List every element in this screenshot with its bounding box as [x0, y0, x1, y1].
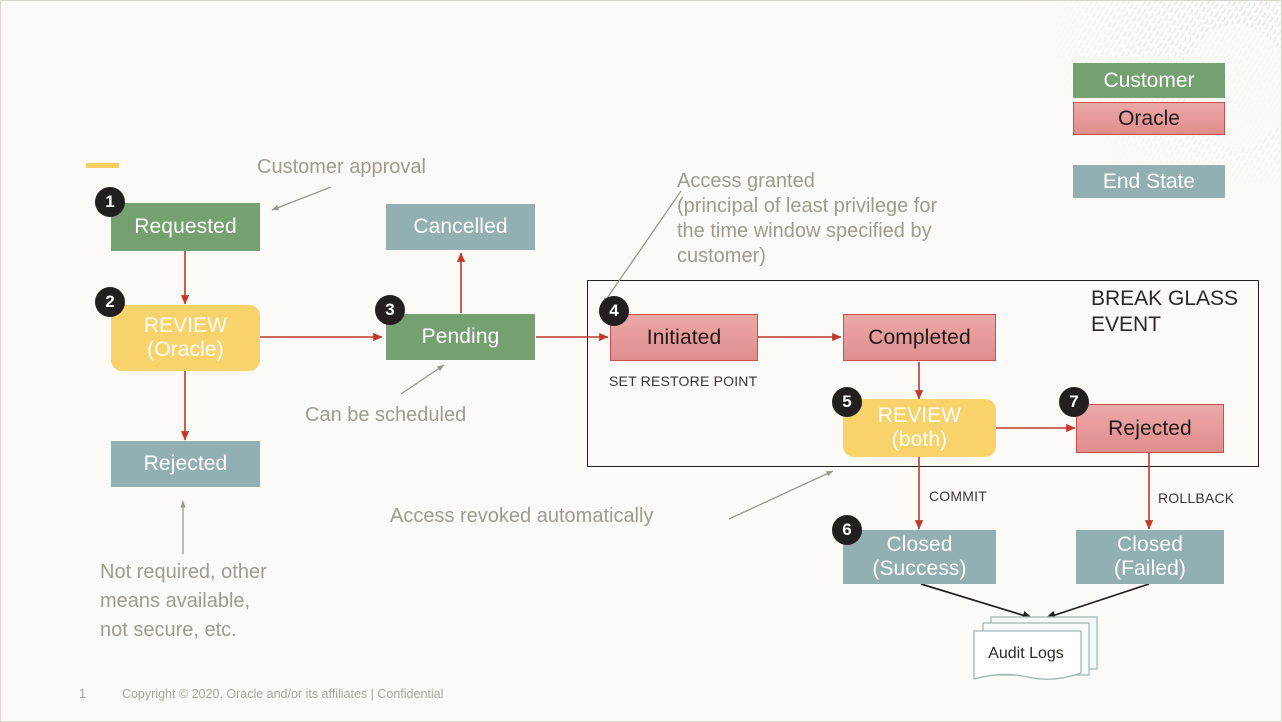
node-completed[interactable]: Completed — [843, 314, 996, 361]
legend-label-customer: Customer — [1103, 68, 1195, 92]
node-cancelled-label: Cancelled — [413, 215, 508, 238]
legend-item-customer: Customer — [1073, 63, 1225, 98]
label-commit: COMMIT — [929, 488, 987, 504]
annotation-not-required-line1: Not required, other — [100, 561, 267, 583]
node-rejected-left-label: Rejected — [143, 452, 228, 475]
break-glass-title-line1: BREAK GLASS — [1091, 287, 1239, 310]
legend-label-end-state: End State — [1102, 169, 1196, 193]
node-rejected-break-glass-label: Rejected — [1108, 416, 1192, 440]
legend-item-oracle: Oracle — [1073, 102, 1225, 135]
audit-logs-label: Audit Logs — [988, 645, 1064, 662]
annotation-not-required-line2: means available, — [100, 590, 251, 612]
annotation-access-granted: Access granted (principal of least privi… — [677, 169, 939, 269]
legend-label-oracle: Oracle — [1118, 106, 1180, 130]
badge-7-value: 7 — [1069, 392, 1079, 411]
node-closed-failed-line1: Closed — [1117, 533, 1183, 556]
node-requested[interactable]: Requested — [111, 203, 260, 251]
footer: 1 Copyright © 2020, Oracle and/or its af… — [79, 687, 443, 701]
annotation-can-be-scheduled: Can be scheduled — [305, 404, 467, 426]
node-closed-success-line1: Closed — [886, 533, 953, 556]
break-glass-frame — [587, 280, 1259, 467]
node-initiated-label: Initiated — [646, 325, 722, 349]
node-review-oracle-line1: REVIEW — [143, 314, 228, 337]
badge-2-value: 2 — [105, 292, 115, 311]
node-rejected-break-glass[interactable]: Rejected — [1076, 404, 1224, 453]
audit-logs[interactable]: Audit Logs — [969, 613, 1107, 685]
badge-3: 3 — [375, 295, 405, 325]
node-pending-label: Pending — [421, 325, 500, 348]
badge-5-value: 5 — [842, 392, 852, 411]
node-rejected-left[interactable]: Rejected — [111, 441, 260, 487]
badge-3-value: 3 — [385, 300, 395, 319]
break-glass-title: BREAK GLASS EVENT — [1091, 286, 1261, 338]
badge-6: 6 — [832, 515, 862, 545]
badge-4-value: 4 — [609, 301, 619, 320]
annotation-not-required: Not required, other means available, not… — [100, 558, 330, 645]
badge-6-value: 6 — [842, 520, 852, 539]
badge-1-value: 1 — [105, 192, 115, 211]
badge-4: 4 — [599, 296, 629, 326]
badge-7: 7 — [1059, 387, 1089, 417]
annotation-customer-approval: Customer approval — [257, 156, 426, 178]
badge-1: 1 — [95, 187, 125, 217]
node-requested-label: Requested — [134, 215, 237, 238]
annotation-access-granted-line3: customer) — [677, 245, 766, 267]
node-review-both[interactable]: REVIEW (both) — [843, 399, 996, 457]
badge-2: 2 — [95, 287, 125, 317]
break-glass-title-line2: EVENT — [1091, 313, 1162, 336]
node-closed-failed-line2: (Failed) — [1114, 557, 1186, 580]
footer-page-number: 1 — [79, 687, 86, 701]
annotation-not-required-line3: not secure, etc. — [100, 619, 237, 641]
node-review-oracle-line2: (Oracle) — [147, 338, 224, 361]
annotation-access-granted-title: Access granted — [677, 170, 815, 192]
footer-copyright: Copyright © 2020, Oracle and/or its affi… — [121, 687, 444, 701]
node-review-oracle[interactable]: REVIEW (Oracle) — [111, 305, 260, 371]
accent-bar — [86, 163, 119, 168]
node-initiated[interactable]: Initiated — [610, 314, 758, 361]
audit-logs-icon — [973, 616, 1098, 680]
node-cancelled[interactable]: Cancelled — [386, 204, 535, 250]
badge-5: 5 — [832, 387, 862, 417]
label-rollback: ROLLBACK — [1158, 490, 1235, 506]
legend-item-end-state: End State — [1073, 165, 1225, 198]
annotation-access-revoked: Access revoked automatically — [390, 505, 654, 527]
node-completed-label: Completed — [868, 325, 971, 349]
label-set-restore-point: SET RESTORE POINT — [609, 373, 758, 389]
node-closed-success-line2: (Success) — [872, 557, 967, 580]
node-review-both-line2: (both) — [891, 428, 948, 451]
node-review-both-line1: REVIEW — [877, 404, 962, 427]
node-closed-success[interactable]: Closed (Success) — [843, 530, 996, 584]
node-closed-failed[interactable]: Closed (Failed) — [1076, 530, 1224, 584]
annotation-access-granted-line1: (principal of least privilege for — [677, 195, 938, 217]
annotation-access-granted-line2: the time window specified by — [677, 220, 932, 242]
node-pending[interactable]: Pending — [386, 314, 535, 360]
